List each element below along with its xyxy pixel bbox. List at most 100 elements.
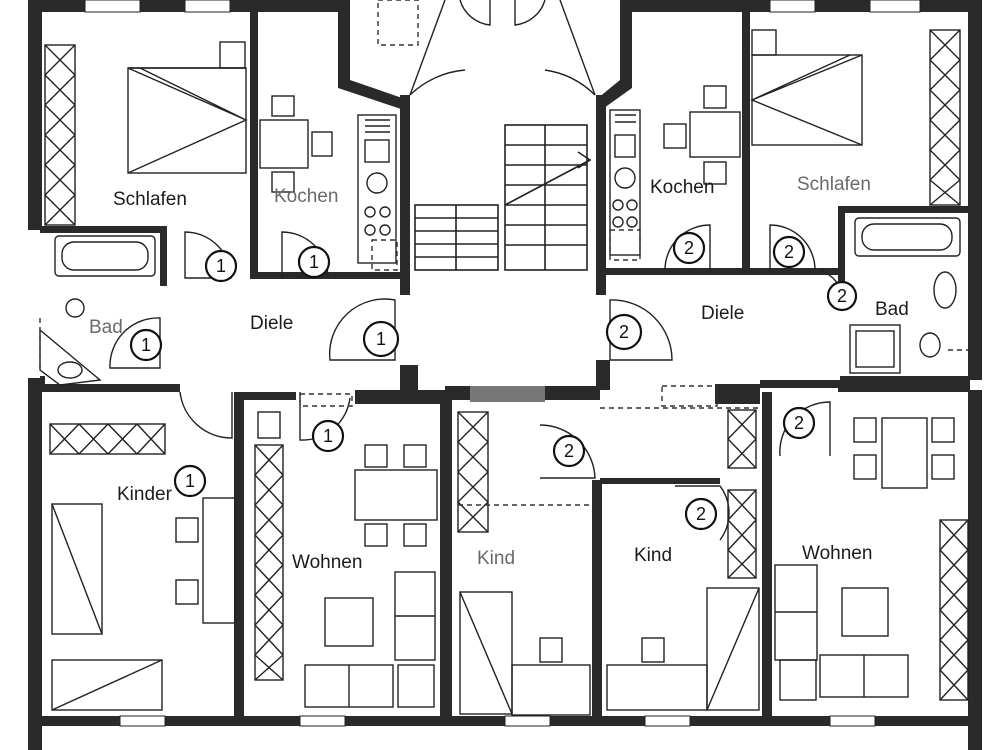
room-label-kochen-right: Kochen bbox=[650, 177, 714, 198]
dining-table-right bbox=[881, 417, 928, 489]
room-label-diele-right: Diele bbox=[701, 303, 744, 324]
kitchen-table bbox=[259, 119, 309, 169]
staircase bbox=[377, 0, 596, 271]
wardrobe bbox=[44, 44, 76, 226]
walls bbox=[28, 0, 982, 750]
kinder-desk bbox=[202, 497, 236, 624]
unit-marker: 1 bbox=[297, 245, 331, 279]
kind-bed-left bbox=[459, 591, 513, 715]
kinder-bed bbox=[51, 503, 103, 635]
outer-wall-left-lower bbox=[28, 378, 42, 750]
unit-marker: 2 bbox=[552, 434, 586, 468]
wall-kind-right-top-inner bbox=[600, 478, 720, 484]
sink-right bbox=[933, 271, 957, 309]
wall-wohnen-right-top bbox=[760, 380, 840, 388]
coffee-table-right bbox=[841, 587, 889, 637]
furniture-upper-left bbox=[39, 41, 398, 386]
wall-kind-right-top bbox=[715, 384, 760, 404]
kitchen-counter bbox=[357, 114, 397, 264]
bed bbox=[127, 67, 247, 174]
wall-pillar-right bbox=[596, 360, 610, 390]
wall-bad-right-left bbox=[160, 226, 167, 286]
unit-markers: 1 1 1 1 1 1 2 2 bbox=[129, 231, 858, 531]
wall-wohnen-kind bbox=[440, 392, 452, 722]
dining-table bbox=[354, 469, 438, 521]
wall-bad-bottom-right bbox=[840, 376, 970, 383]
outer-wall-right-lower bbox=[968, 390, 982, 750]
wall-kind-wohnen bbox=[762, 392, 772, 722]
bathtub-right bbox=[854, 217, 961, 257]
wall-kochen-schlafen-right bbox=[742, 0, 750, 270]
wall-pillar-left bbox=[400, 365, 418, 393]
wall-bad-top-right bbox=[840, 206, 970, 213]
door-unit-2 bbox=[609, 299, 673, 361]
unit-marker: 2 bbox=[605, 313, 643, 351]
kind-bed-right bbox=[706, 587, 760, 711]
wall-bad-left-right bbox=[838, 206, 845, 286]
outer-wall-left-upper bbox=[28, 0, 42, 230]
unit-marker-label: 1 bbox=[309, 252, 319, 272]
unit-marker-label: 1 bbox=[216, 256, 226, 276]
kitchen-table-right bbox=[689, 111, 741, 158]
kinder-shelf bbox=[49, 423, 166, 455]
wall-wohnen-top-a bbox=[236, 392, 296, 400]
toilet bbox=[65, 298, 85, 318]
toilet-right bbox=[919, 332, 941, 358]
furniture-upper-right bbox=[609, 29, 968, 374]
unit-marker-label: 2 bbox=[837, 286, 847, 306]
unit-marker-label: 2 bbox=[696, 504, 706, 524]
door-unit-1 bbox=[328, 298, 396, 361]
door-bad-left bbox=[109, 317, 161, 369]
furniture-lower bbox=[49, 407, 969, 716]
unit-marker-label: 1 bbox=[185, 471, 195, 491]
room-label-schlafen-left: Schlafen bbox=[113, 189, 187, 210]
unit-marker-label: 2 bbox=[564, 441, 574, 461]
door-kinder bbox=[179, 391, 233, 439]
unit-marker-label: 2 bbox=[619, 322, 629, 342]
unit-marker: 2 bbox=[826, 280, 858, 312]
kind-desk-left bbox=[511, 664, 591, 716]
outer-wall-right-upper bbox=[968, 0, 982, 380]
room-label-kinder: Kinder bbox=[117, 484, 173, 505]
bathtub bbox=[54, 235, 156, 277]
room-label-bad-left: Bad bbox=[89, 317, 123, 338]
unit-marker-label: 1 bbox=[376, 329, 386, 349]
unit-marker-label: 2 bbox=[784, 242, 794, 262]
unit-marker: 1 bbox=[362, 320, 400, 358]
wohnen-shelf-right bbox=[939, 519, 969, 701]
wall-bad-top-left bbox=[40, 226, 165, 233]
unit-marker-label: 1 bbox=[141, 335, 151, 355]
wall-kind-top-shaded bbox=[470, 386, 545, 402]
wall-kind-kind bbox=[592, 480, 602, 720]
wall-stair-right-angle bbox=[598, 0, 632, 108]
wall-wohnen-right-top-b bbox=[838, 382, 970, 392]
kinder-bed-2 bbox=[51, 659, 163, 711]
wall-kochen-bottom-right bbox=[600, 268, 840, 275]
doors bbox=[109, 224, 846, 541]
room-label-kind-center-left: Kind bbox=[477, 548, 515, 569]
kind-wardrobe-right-b bbox=[727, 489, 757, 579]
wall-stair-left-angle bbox=[338, 0, 408, 110]
unit-marker: 2 bbox=[684, 497, 718, 531]
wall-kinder-wohnen bbox=[234, 392, 244, 722]
unit-marker-label: 2 bbox=[794, 413, 804, 433]
room-label-diele-left: Diele bbox=[250, 313, 293, 334]
unit-marker: 1 bbox=[311, 419, 345, 453]
room-label-schlafen-right: Schlafen bbox=[797, 174, 871, 195]
wall-kinder-top bbox=[40, 384, 180, 392]
wohnen-shelf bbox=[254, 444, 284, 681]
unit-marker: 2 bbox=[772, 235, 806, 269]
shower-right bbox=[849, 324, 901, 374]
wall-kind-top-b bbox=[545, 386, 600, 400]
unit-marker: 2 bbox=[782, 406, 816, 440]
unit-marker-label: 1 bbox=[323, 426, 333, 446]
room-labels: Schlafen Kochen Kochen Schlafen Bad Diel… bbox=[89, 174, 909, 573]
wardrobe-right bbox=[929, 29, 961, 206]
unit-marker-label: 2 bbox=[684, 238, 694, 258]
unit-marker: 1 bbox=[173, 464, 207, 498]
room-label-wohnen-left: Wohnen bbox=[292, 552, 362, 573]
kind-wardrobe-left bbox=[457, 411, 489, 533]
bed-right bbox=[751, 54, 863, 146]
kitchen-counter-right bbox=[609, 109, 641, 256]
